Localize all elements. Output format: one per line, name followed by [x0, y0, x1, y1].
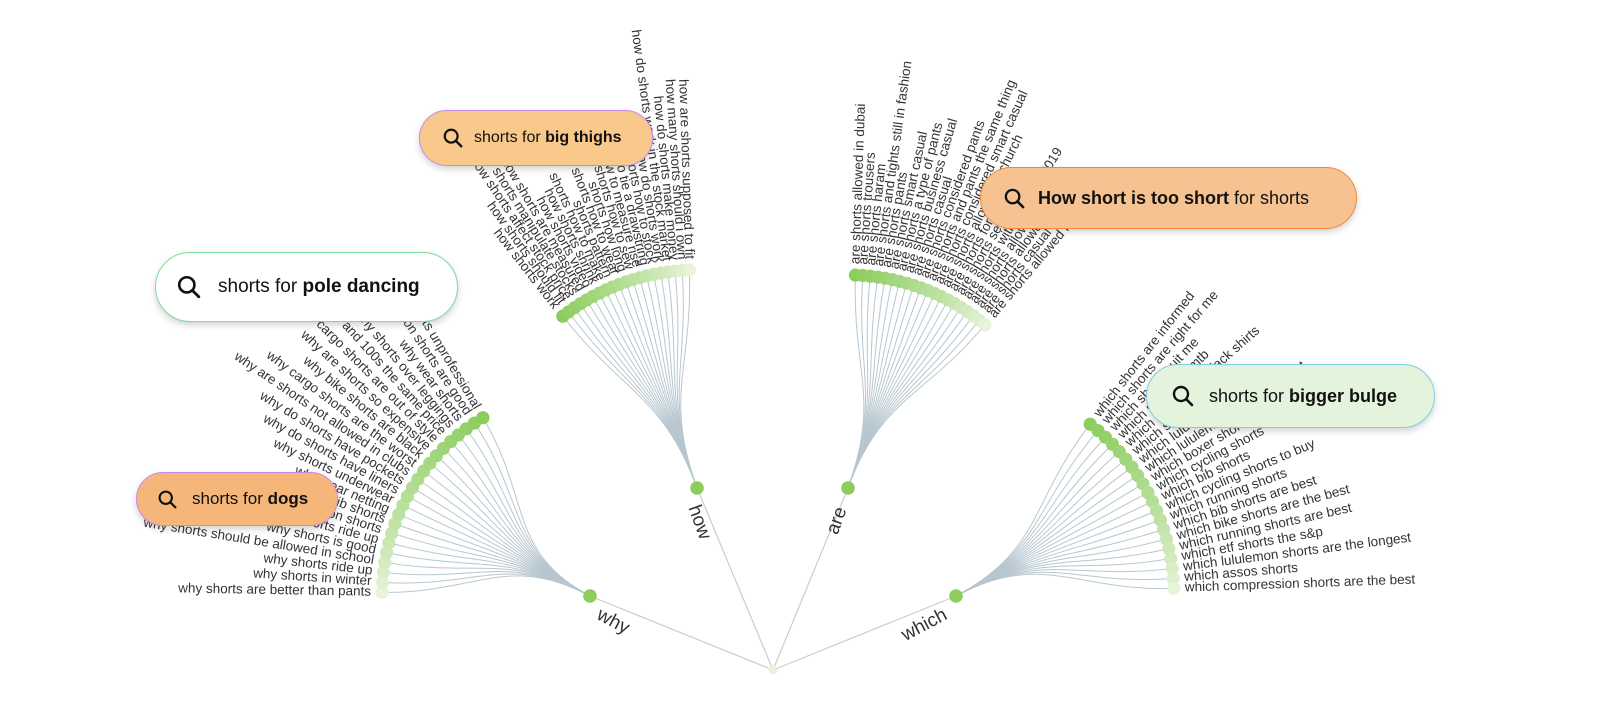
spoke-how — [694, 484, 774, 671]
leaf-link — [847, 311, 968, 489]
spoke-why — [586, 593, 774, 671]
leaf-dot[interactable] — [376, 565, 390, 579]
search-icon — [442, 127, 464, 149]
leaf-dot[interactable] — [1167, 581, 1181, 595]
leaf-dot[interactable] — [378, 555, 392, 570]
search-pill-dogs[interactable]: shorts for dogs — [136, 472, 338, 526]
search-pill-how-short-is-too-short[interactable]: How short is too short for shorts — [980, 167, 1357, 229]
hub-dot[interactable] — [949, 589, 963, 603]
leaf-dot[interactable] — [682, 263, 696, 277]
hub-label[interactable]: which — [897, 604, 951, 646]
leaf-link — [388, 542, 591, 597]
pill-text: shorts for pole dancing — [218, 276, 420, 297]
leaf-link — [847, 278, 886, 489]
hub-dot[interactable] — [841, 481, 855, 495]
leaf-link — [562, 315, 698, 489]
spoke-which — [772, 593, 960, 671]
search-pill-pole-dancing[interactable]: shorts for pole dancing — [155, 252, 458, 322]
leaf-label[interactable]: how are shorts supposed to fit — [676, 79, 697, 260]
leaf-dot[interactable] — [375, 585, 389, 599]
hub-groups: why shorts are better than pants why shor… — [141, 29, 1415, 646]
leaf-link — [598, 292, 698, 489]
origin-dot — [768, 665, 778, 675]
leaf-dot[interactable] — [1166, 571, 1180, 585]
leaf-link — [423, 470, 591, 597]
hub-dot[interactable] — [690, 481, 704, 495]
search-icon — [1003, 187, 1026, 210]
spoke-lines — [586, 484, 960, 675]
leaf-link — [482, 417, 591, 597]
leaf-dot[interactable] — [1165, 561, 1179, 576]
leaf-dot[interactable] — [375, 575, 390, 589]
leaf-link — [955, 573, 1174, 597]
spoke-are — [772, 484, 851, 671]
leaf-link — [680, 270, 698, 489]
leaf-link — [660, 272, 698, 489]
leaf-link — [394, 523, 591, 597]
pill-text: How short is too short for shorts — [1038, 187, 1310, 208]
leaf-label[interactable]: are shorts allowed in dubai — [847, 103, 868, 264]
search-pill-big-thighs[interactable]: shorts for big thighs — [419, 110, 653, 166]
pill-text: shorts for bigger bulge — [1209, 385, 1398, 406]
hub-label[interactable]: how — [684, 502, 716, 542]
pill-text: shorts for dogs — [192, 489, 309, 508]
leaf-link — [436, 455, 591, 597]
leaf-dot[interactable] — [1164, 551, 1178, 566]
search-pill-bigger-bulge[interactable]: shorts for bigger bulge — [1146, 364, 1435, 428]
leaf-link — [618, 284, 698, 489]
leaf-link — [847, 324, 986, 489]
search-icon — [157, 489, 178, 510]
hub-why: why shorts are better than pants why shor… — [141, 266, 633, 638]
pill-text: shorts for big thighs — [474, 129, 622, 146]
search-icon — [176, 274, 202, 300]
hub-label[interactable]: why — [592, 604, 633, 639]
leaf-dot[interactable] — [476, 411, 490, 425]
leaf-link — [574, 307, 698, 489]
leaf-label[interactable]: why shorts are better than pants — [177, 580, 371, 598]
leaf-link — [847, 303, 955, 489]
hub-label[interactable]: are — [822, 504, 851, 537]
search-icon — [1171, 384, 1195, 408]
hub-dot[interactable] — [583, 589, 597, 603]
leaf-dot[interactable] — [978, 318, 992, 332]
leaf-dot[interactable] — [1162, 542, 1176, 556]
